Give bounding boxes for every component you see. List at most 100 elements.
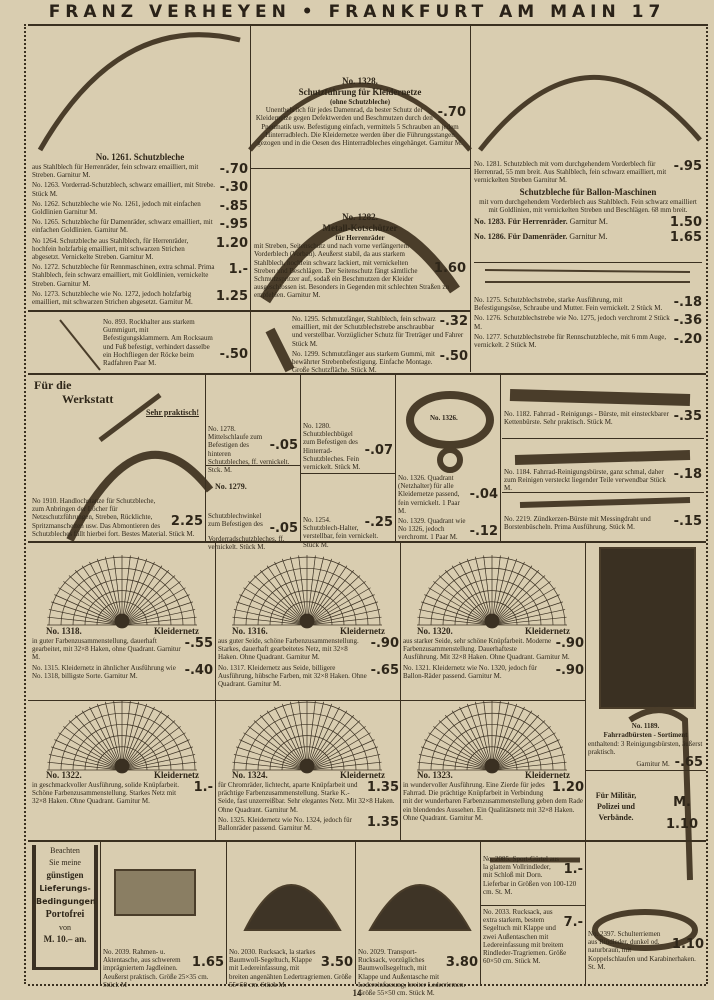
divider: [28, 984, 706, 986]
quadrant-label: No. 1326.: [430, 414, 458, 422]
unit: Garnitur M.: [104, 671, 138, 680]
price: -.30: [219, 181, 248, 196]
item-title: Schutzführung für Kleidernetze: [298, 87, 422, 97]
unit: Garnitur M.: [159, 298, 193, 307]
price: 1.10: [671, 937, 704, 952]
unit: Stück M.: [260, 980, 287, 989]
divider: [215, 543, 216, 840]
unit: Stück M.: [409, 989, 435, 998]
clothing-net-icon: [232, 555, 382, 629]
clothing-net-icon: [417, 700, 567, 774]
item-description: No. 1276. Schutzblechstrebe wie No. 1275…: [474, 314, 647, 323]
item-title: Kleidernetz: [154, 770, 199, 780]
unit: Garnitur M.: [286, 653, 320, 662]
unit: Garnitur M.: [429, 139, 463, 148]
border-left: [24, 24, 26, 984]
item-description: No. 2029. Transport-Rucksack, vorzüglich…: [358, 948, 466, 998]
divider: [28, 24, 706, 26]
notice-line: Lieferungs-: [39, 884, 91, 893]
price: 1.65: [669, 231, 702, 245]
unit: Garnitur M.: [569, 217, 608, 227]
unit: 2 Stück M.: [474, 314, 670, 331]
unit: Garnitur M.: [56, 171, 91, 180]
price: -.25: [364, 516, 393, 530]
price: -.18: [673, 468, 702, 482]
divider: [395, 375, 396, 541]
item-number: No. 1316.: [232, 626, 268, 636]
unit: Stück M.: [292, 339, 318, 348]
price: 3.50: [320, 955, 353, 970]
clothing-net-block: No. 1322.Kleidernetz 1.-in geschmackvoll…: [32, 770, 213, 808]
item-number: No. 1261.: [95, 152, 132, 162]
item-description: No. 1280. Schutzblechbügel zum Befestige…: [303, 422, 359, 472]
divider: [300, 473, 395, 474]
heading-line: Werkstatt: [62, 392, 114, 406]
price: 1.65: [191, 955, 224, 970]
unit: Stück M: [103, 980, 127, 989]
item-description: Schutzblechwinkel zum Befestigen des Vor…: [208, 512, 285, 552]
divider: [28, 541, 706, 543]
item-description: aus starker Seide, sehr schöne Knüpfarbe…: [403, 637, 552, 662]
divider: [502, 438, 704, 439]
price: -.18: [673, 296, 702, 310]
strut-icon: [484, 269, 691, 283]
item-description: No. 2085. Sport-Gürtel aus la glattem Vo…: [483, 855, 577, 896]
unit: Stück M.: [609, 523, 635, 532]
item-number: No. 1320.: [417, 626, 453, 636]
divider: [585, 770, 706, 771]
unit: Stck. M.: [208, 466, 232, 475]
item-description: No. 1272. Schutzbleche für Rennmaschinen…: [32, 263, 215, 288]
skirt-holder-icon: [59, 319, 101, 371]
price: -.05: [269, 521, 298, 536]
divider: [480, 905, 585, 906]
brush-icon: [519, 497, 691, 508]
price: -.05: [269, 438, 298, 453]
fender-icon: [37, 32, 241, 152]
price: 1.10: [665, 817, 699, 832]
unit: Garnitur M.: [287, 291, 321, 300]
unit: St. M.: [588, 962, 606, 971]
unit: Garnitur M.: [278, 824, 312, 833]
notice-line: günstigen: [46, 870, 84, 880]
punch-icon: [98, 393, 162, 442]
item-number: No. 1324.: [232, 770, 268, 780]
unit: Garnitur M.: [533, 176, 567, 185]
divider: [300, 375, 301, 541]
price: -.90: [555, 663, 584, 678]
item-description: No. 1265. Schutzbleche für Damenräder, s…: [32, 218, 213, 235]
price: -.55: [184, 637, 213, 651]
item-subtitle: für Herrenräder: [335, 234, 385, 242]
notice-line: Portofrei: [45, 909, 85, 920]
divider: [205, 375, 206, 541]
brush-icon: [509, 389, 691, 406]
bag-icon: [114, 869, 196, 916]
military-price: M.1.10: [660, 795, 704, 833]
price: 1.35: [366, 781, 399, 795]
price: 1.35: [366, 815, 399, 830]
divider: [585, 543, 586, 984]
item-description: No 1910. Handlochstanze für Schutzbleche…: [32, 497, 168, 538]
price: -.12: [469, 524, 498, 540]
border-right: [706, 24, 708, 984]
price: 1.50: [669, 216, 702, 230]
divider: [226, 842, 227, 984]
item-number: No. 1282.: [342, 212, 378, 222]
fender-illustrations: [37, 32, 702, 304]
rucksack-icon: [243, 884, 342, 931]
price: -.90: [370, 637, 399, 651]
clothing-net-illustrations: [47, 555, 567, 774]
